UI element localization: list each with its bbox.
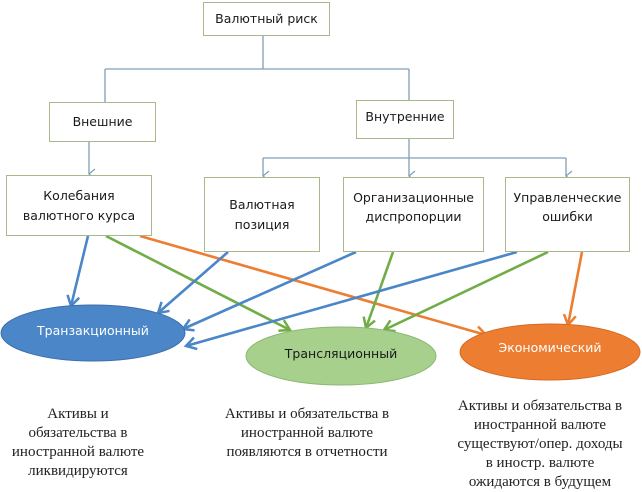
factor-mgmt-errors: Управленческие ошибки — [505, 177, 630, 252]
risk-transaction-label: Транзакционный — [37, 322, 149, 338]
factor-fx-position: Валютная позиция — [204, 177, 320, 252]
risk-translation-label: Трансляционный — [284, 345, 398, 361]
risk-translation-label-wrap: Трансляционный — [246, 330, 436, 376]
link-fx-position-transaction — [156, 251, 229, 315]
factor-label-line1: Колебания — [43, 188, 115, 204]
factor-label-line2: ошибки — [542, 209, 593, 225]
description-economic: Активы и обязательства в иностранной вал… — [440, 397, 640, 492]
category-external: Внешние — [49, 102, 156, 142]
risk-transaction-label-wrap: Транзакционный — [2, 305, 184, 355]
description-line: иностранной валюте — [11, 444, 145, 460]
factor-label-line1: Управленческие — [513, 190, 622, 205]
factor-org-disproportion: Организационные диспропорции — [343, 177, 484, 252]
description-line: Активы и обязательства в — [224, 406, 390, 422]
risk-links — [66, 234, 584, 351]
description-line: Активы и — [47, 406, 109, 422]
category-label: Внешние — [72, 114, 133, 130]
link-org-disproportion-transaction — [180, 250, 357, 332]
description-line: существуют/опер. доходы — [457, 436, 623, 452]
description-line: иностранной валюте — [240, 425, 374, 441]
description-translation: Активы и обязательства в иностранной вал… — [212, 405, 402, 462]
description-line: Активы и обязательства в — [457, 398, 623, 414]
factor-label-line2: диспропорции — [365, 209, 462, 225]
link-mgmt-errors-economic — [562, 251, 584, 328]
root-label: Валютный риск — [215, 11, 318, 27]
description-line: в иностр. валюте — [485, 455, 595, 471]
description-line: иностранной валюте — [473, 417, 607, 433]
description-line: ликвидируются — [28, 463, 128, 479]
category-internal: Внутренние — [356, 100, 454, 139]
link-mgmt-errors-translation — [381, 250, 549, 333]
link-mgmt-errors-transaction — [183, 250, 518, 351]
description-line: обязательства в — [28, 425, 128, 441]
risk-economic-label: Экономический — [498, 339, 602, 355]
link-fx-fluctuation-transaction — [66, 235, 90, 309]
description-line: ожидаются в будущем — [468, 474, 612, 490]
factor-label-line1: Валютная — [229, 197, 295, 213]
root-node: Валютный риск — [203, 2, 330, 36]
description-transaction: Активы и обязательства в иностранной вал… — [8, 405, 148, 481]
link-fx-fluctuation-translation — [105, 234, 293, 333]
tree-connectors — [88, 36, 573, 182]
factor-label-line1: Организационные — [353, 190, 474, 205]
factor-label-line2: позиция — [234, 216, 290, 232]
risk-economic-label-wrap: Экономический — [460, 325, 640, 369]
category-label: Внутренние — [365, 109, 445, 124]
description-line: появляются в отчетности — [226, 444, 388, 460]
factor-label-line2: валютного курса — [22, 207, 136, 223]
factor-fx-fluctuation: Колебания валютного курса — [6, 175, 152, 236]
link-fx-fluctuation-economic — [139, 234, 489, 340]
